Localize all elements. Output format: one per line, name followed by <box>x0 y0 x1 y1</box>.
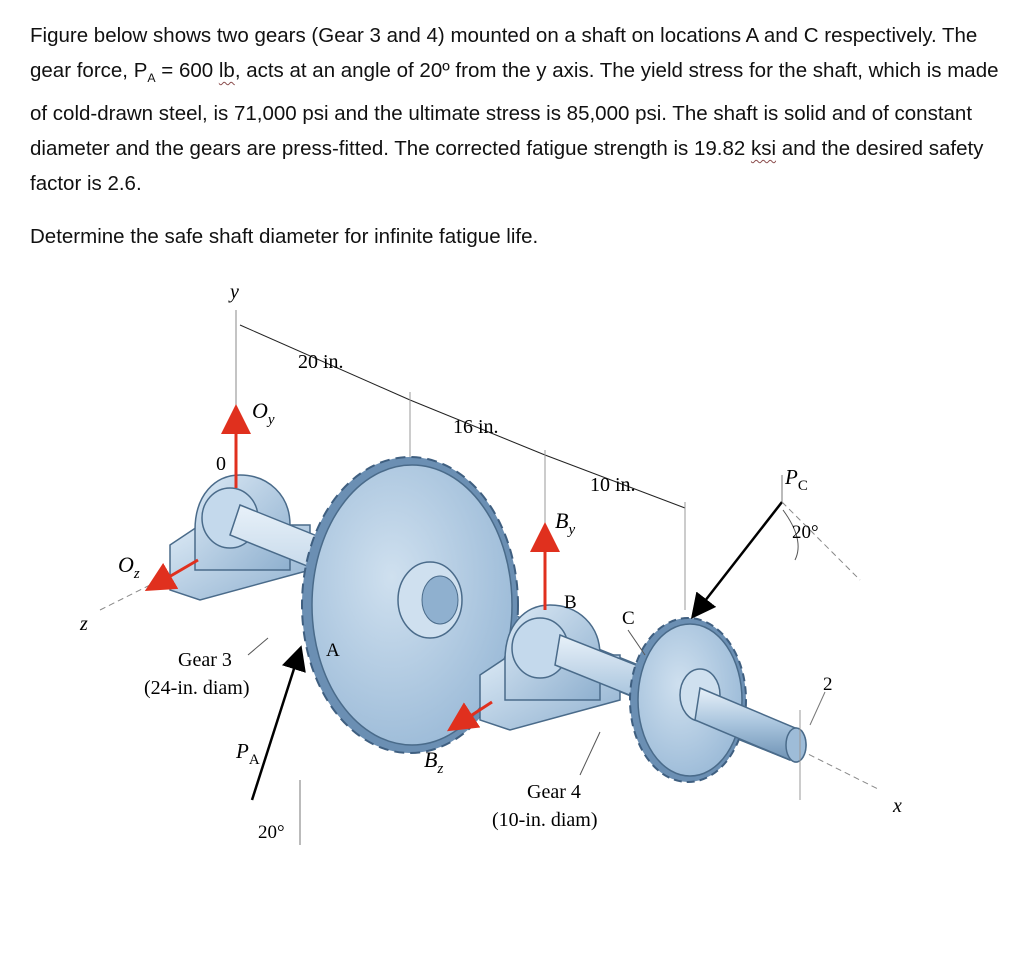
gear4-leader <box>579 731 601 776</box>
axis-y-label: y <box>228 281 239 303</box>
problem-statement: Figure below shows two gears (Gear 3 and… <box>30 18 1005 254</box>
c-leader <box>627 629 646 656</box>
gear-3 <box>301 456 519 754</box>
oz-label: Oz <box>118 552 140 582</box>
pa-label: PA <box>235 739 260 768</box>
problem-question: Determine the safe shaft diameter for in… <box>30 225 539 249</box>
gear3-name: Gear 3 <box>178 649 232 671</box>
x-axis-line <box>799 749 881 791</box>
shaft-tail-end <box>785 727 807 763</box>
angle-a-label: 20° <box>258 822 285 843</box>
oy-label: Oy <box>252 398 275 428</box>
force-pa <box>250 645 306 801</box>
dim-line-10 <box>544 454 686 509</box>
axis-z-label: z <box>79 613 88 635</box>
problem-intro: Figure below shows two gears (Gear 3 and… <box>30 18 1005 201</box>
dim-20-label: 20 in. <box>298 351 344 373</box>
point-c-label: C <box>622 608 635 629</box>
point-2-label: 2 <box>823 674 833 695</box>
by-label: By <box>555 508 575 538</box>
intro-text-3: and the desired safety factor is 2.6. <box>30 137 984 196</box>
point-a-label: A <box>326 640 340 661</box>
gear3-diam: (24-in. diam) <box>144 677 250 699</box>
force-pc <box>690 501 783 619</box>
gear3-leader <box>247 637 269 656</box>
shaft-tail <box>694 686 801 762</box>
bz-label: Bz <box>424 747 443 777</box>
intro-unit-lb: lb <box>218 59 235 82</box>
angle-c-label: 20° <box>792 522 819 543</box>
intro-unit-ksi: ksi <box>750 137 777 161</box>
ref-2-line <box>809 691 826 726</box>
dim-line-20 <box>239 324 411 401</box>
gear4-name: Gear 4 <box>527 781 581 803</box>
intro-text-1: Figure below shows two gears (Gear 3 and… <box>30 24 978 82</box>
force-oz <box>144 558 199 592</box>
pc-dash <box>781 501 861 581</box>
force-bz <box>446 700 493 732</box>
angle-arc-c <box>782 509 799 561</box>
intro-text-2: , acts at an angle of 20º from the y axi… <box>30 59 999 161</box>
axis-x-label: x <box>892 795 902 817</box>
point-b-label: B <box>564 592 577 613</box>
intro-subscript: A <box>147 71 156 86</box>
dim-line-16 <box>409 399 546 456</box>
pc-label: PC <box>784 465 808 494</box>
dim-10-label: 10 in. <box>590 474 636 496</box>
shaft-gear-figure: y z x 0 Oy Oz By Bz 20 in. 16 in. 10 in.… <box>79 281 902 845</box>
intro-equals: = 600 <box>155 59 219 82</box>
origin-label: 0 <box>216 453 226 475</box>
dim-16-label: 16 in. <box>453 416 499 438</box>
gear4-diam: (10-in. diam) <box>492 809 598 831</box>
gear-4 <box>629 617 747 783</box>
